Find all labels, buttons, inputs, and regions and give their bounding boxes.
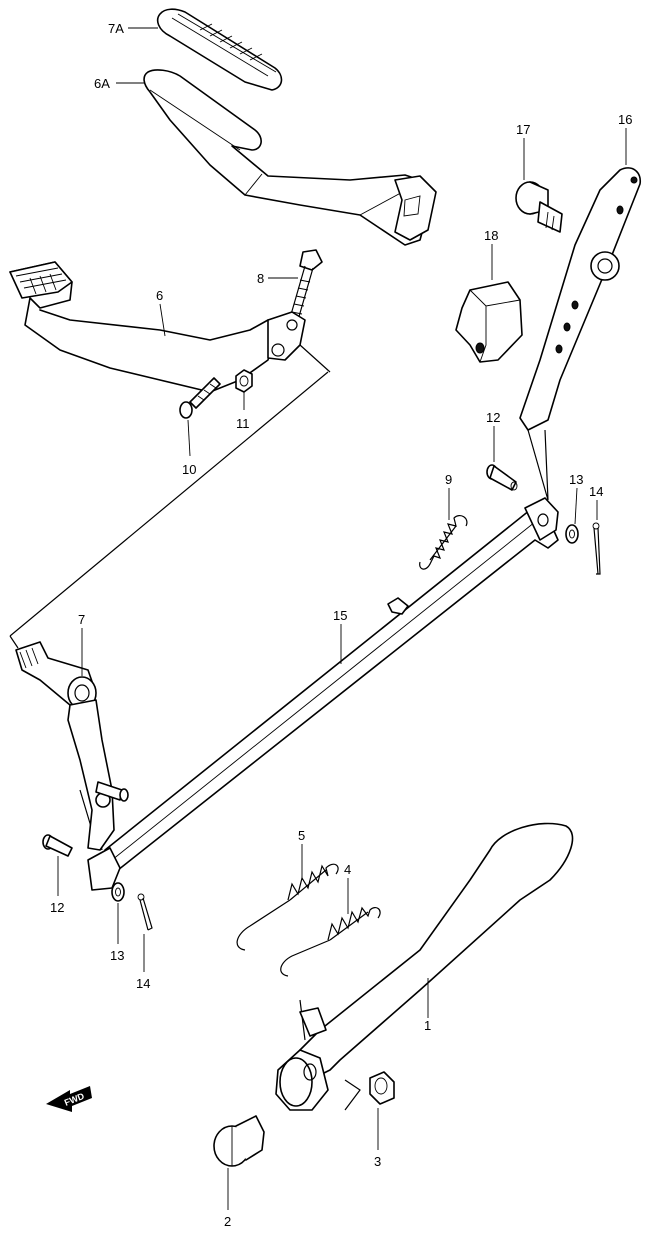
callout-16: 16 — [618, 112, 632, 127]
part-4-spring — [280, 906, 381, 977]
callout-10: 10 — [182, 462, 196, 477]
callout-12-bottom: 12 — [50, 900, 64, 915]
part-15-brake-rod — [87, 497, 559, 891]
callout-3: 3 — [374, 1154, 381, 1169]
callout-14-bottom: 14 — [136, 976, 150, 991]
part-5-spring — [236, 863, 339, 951]
callout-5: 5 — [298, 828, 305, 843]
part-7A-pedal-rubber — [156, 8, 283, 91]
callout-15: 15 — [333, 608, 347, 623]
callout-labels: 7A 6A 17 16 18 8 6 11 10 12 9 13 14 15 7… — [50, 21, 632, 1229]
part-16-rear-arm — [519, 167, 642, 431]
part-10-bolt — [179, 377, 221, 419]
callout-9: 9 — [445, 472, 452, 487]
callout-2: 2 — [224, 1214, 231, 1229]
part-12-clevis-pin-top — [486, 464, 518, 491]
callout-1: 1 — [424, 1018, 431, 1033]
part-18-rubber-boot — [455, 281, 523, 363]
callout-7A: 7A — [108, 21, 124, 36]
part-17-bolt — [515, 181, 563, 233]
part-6-brake-pedal — [9, 261, 306, 393]
callout-7: 7 — [78, 612, 85, 627]
callout-8: 8 — [257, 271, 264, 286]
part-11-nut — [235, 369, 253, 393]
fwd-arrow-icon: FWD — [46, 1086, 92, 1112]
callout-6: 6 — [156, 288, 163, 303]
callout-17: 17 — [516, 122, 530, 137]
part-6A-brake-pedal — [143, 69, 437, 246]
part-14-cotter-pin-top — [592, 522, 601, 575]
callout-11: 11 — [236, 416, 250, 431]
callout-6A: 6A — [94, 76, 110, 91]
callout-12-top: 12 — [486, 410, 500, 425]
part-2-bolt — [213, 1115, 265, 1167]
callout-13-top: 13 — [569, 472, 583, 487]
callout-13-bottom: 13 — [110, 948, 124, 963]
part-13-washer-top — [565, 524, 579, 544]
part-7-brake-shaft-arm — [15, 641, 129, 851]
part-9-return-spring — [419, 514, 468, 570]
part-13-washer-bottom — [111, 882, 125, 902]
leader-lines — [57, 27, 627, 1210]
callout-4: 4 — [344, 862, 351, 877]
part-14-cotter-pin-bottom — [137, 893, 153, 931]
part-12-clevis-pin-bottom — [42, 834, 73, 857]
part-8-bolt — [289, 249, 323, 321]
callout-18: 18 — [484, 228, 498, 243]
callout-14-top: 14 — [589, 484, 603, 499]
part-1-side-stand — [275, 822, 574, 1111]
part-3-nut — [369, 1071, 395, 1105]
